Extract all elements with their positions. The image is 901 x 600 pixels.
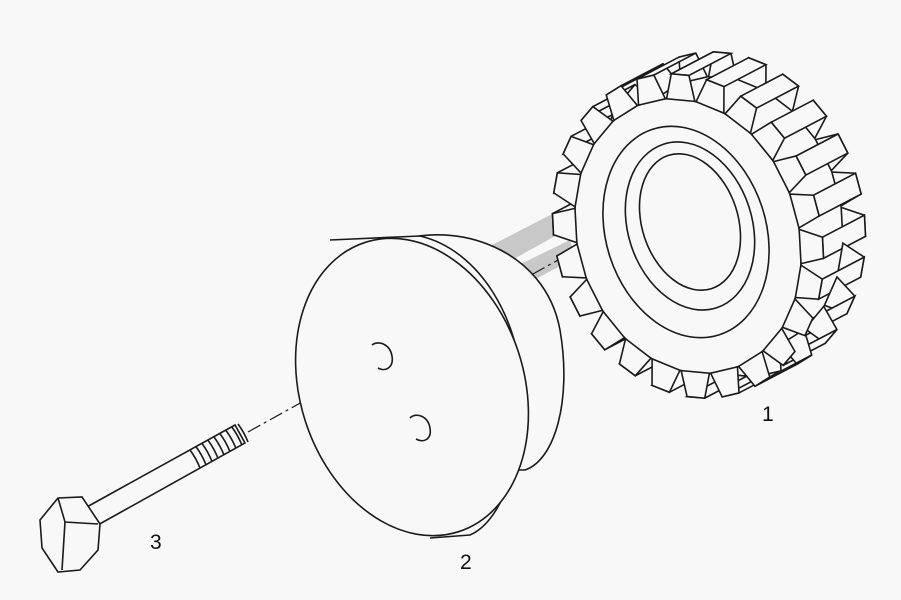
gear-tooth bbox=[737, 350, 771, 388]
gear-bore bbox=[638, 152, 742, 292]
bolt-icon bbox=[39, 423, 249, 573]
bolt-thread-line bbox=[225, 430, 237, 449]
disc-front-face bbox=[294, 237, 530, 537]
gear-tooth bbox=[772, 155, 807, 195]
disc-hole-upper bbox=[371, 342, 394, 371]
gear-tooth bbox=[788, 193, 821, 230]
gear-tooth bbox=[694, 78, 725, 115]
gear-hub-inner bbox=[624, 141, 756, 311]
gear-tooth bbox=[552, 171, 582, 209]
gear-tooth bbox=[590, 310, 626, 351]
gear-tooth bbox=[562, 135, 595, 175]
gear-tooth bbox=[723, 95, 758, 135]
gear-teeth-front bbox=[551, 73, 825, 399]
gear-tooth bbox=[551, 207, 578, 244]
disc-hole-lower bbox=[409, 414, 432, 442]
gear-tooth bbox=[569, 277, 604, 317]
bolt-thread-line bbox=[231, 426, 243, 446]
gear-hub-outer bbox=[602, 125, 770, 339]
bolt-thread-line bbox=[207, 439, 219, 459]
bolt-shank bbox=[83, 423, 247, 528]
bolt-thread-line bbox=[189, 449, 201, 469]
gear-tooth bbox=[618, 337, 653, 377]
gear-tooth bbox=[709, 365, 740, 398]
bolt-thread-line bbox=[201, 443, 213, 462]
gear-tooth bbox=[580, 105, 615, 146]
gear-tooth bbox=[680, 369, 711, 399]
bolt-thread-line bbox=[195, 446, 207, 466]
callout-2: 2 bbox=[460, 551, 472, 574]
bolt-head-edge-lower bbox=[61, 521, 66, 571]
gear-icon bbox=[551, 51, 867, 399]
gear-tooth bbox=[665, 73, 696, 103]
gear-tooth bbox=[555, 242, 588, 279]
bolt-threads bbox=[189, 423, 249, 469]
gear-tooth bbox=[761, 326, 796, 367]
disc-icon bbox=[294, 234, 565, 539]
gear-tooth bbox=[605, 84, 639, 122]
gear-tooth bbox=[750, 121, 786, 162]
gear-tooth bbox=[636, 74, 667, 107]
bolt-head bbox=[39, 496, 101, 573]
callout-1: 1 bbox=[762, 403, 774, 426]
gear-tooth bbox=[798, 228, 825, 265]
gear-tooth bbox=[651, 357, 682, 394]
bolt-thread-line bbox=[219, 433, 231, 453]
bolt-thread-line bbox=[237, 423, 249, 443]
callout-3: 3 bbox=[150, 531, 162, 554]
gear-tooth bbox=[781, 297, 814, 337]
gear-tooth bbox=[794, 263, 824, 301]
bolt-thread-line bbox=[213, 436, 225, 456]
